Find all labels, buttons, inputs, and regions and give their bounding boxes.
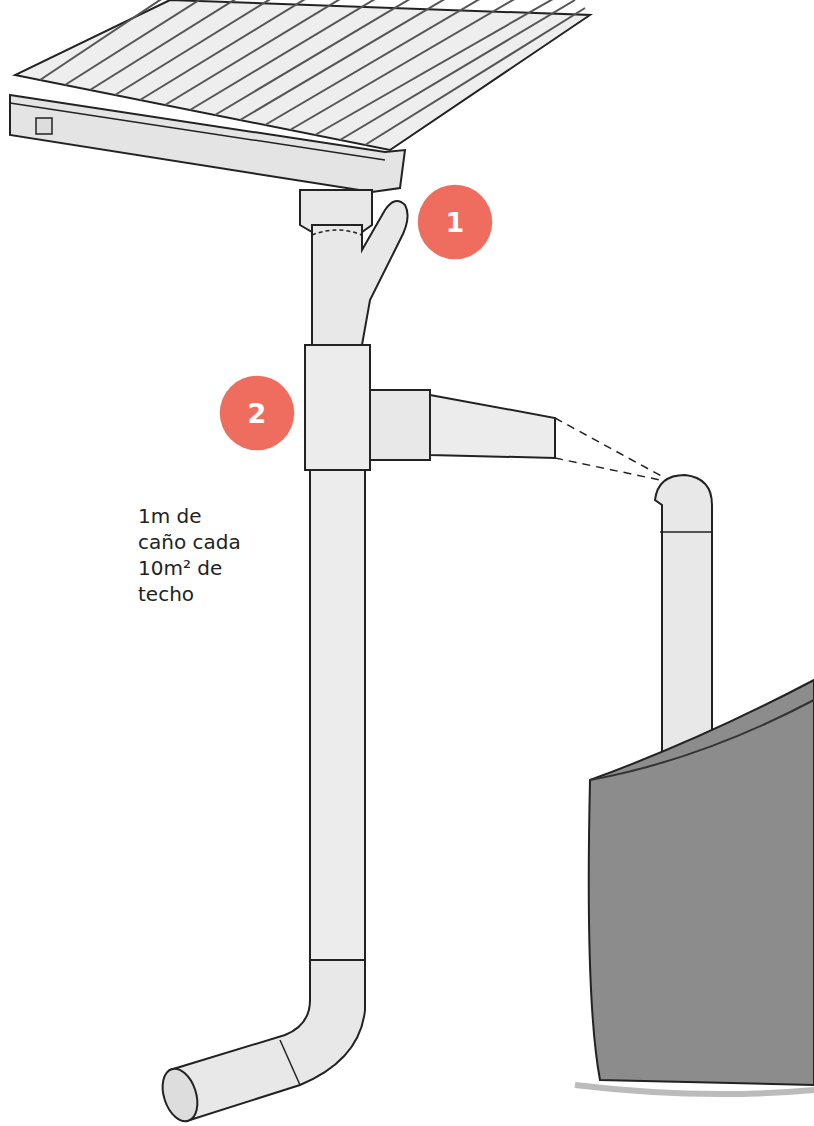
- note-text: 1m de caño cada 10m² de techo: [138, 503, 256, 607]
- callout-number: 2: [248, 398, 267, 429]
- callout-number: 1: [446, 207, 465, 238]
- callout-circle: 1: [417, 184, 493, 260]
- callout-circle: 2: [219, 375, 295, 451]
